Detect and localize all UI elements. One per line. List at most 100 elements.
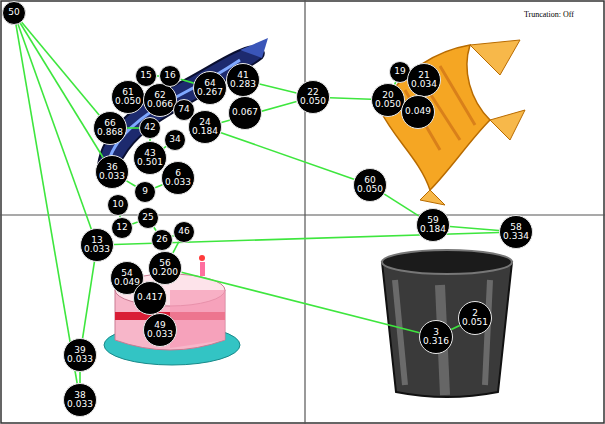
- saccade-line: [260, 84, 297, 93]
- fixation-number: 43: [144, 149, 155, 158]
- fixation-circle: 490.033: [143, 313, 177, 347]
- fixation-circle: 220.050: [296, 80, 330, 114]
- fixation-circle: 640.267: [193, 71, 227, 105]
- status-label: Truncation: Off: [522, 10, 576, 19]
- saccade-line: [127, 181, 136, 186]
- saccade-line: [181, 272, 419, 333]
- fixation-number: 6: [175, 169, 181, 178]
- fixation-circle: 360.033: [95, 155, 129, 189]
- fixation-circle: 34: [164, 129, 186, 151]
- bucket-picture: [382, 250, 512, 397]
- fixation-number: 2: [472, 309, 478, 318]
- fixation-duration: 0.051: [462, 318, 488, 327]
- fixation-number: 38: [74, 391, 85, 400]
- fixation-number: 39: [74, 346, 85, 355]
- saccade-line: [181, 79, 194, 83]
- fixation-number: 20: [382, 91, 393, 100]
- saccade-line: [16, 25, 77, 383]
- fixation-duration: 0.316: [423, 337, 449, 346]
- fixation-duration: 0.501: [137, 158, 163, 167]
- fixation-number: 24: [199, 118, 210, 127]
- fixation-duration: 0.049: [114, 278, 140, 287]
- fixation-number: 50: [8, 8, 19, 17]
- fixation-circle: 60.033: [161, 161, 195, 195]
- cake-picture: [104, 255, 240, 365]
- fixation-circle: 16: [159, 65, 181, 87]
- fixation-circle: 12: [111, 217, 133, 239]
- fixation-duration: 0.033: [67, 400, 93, 409]
- fixation-number: 56: [159, 259, 170, 268]
- fixation-circle: 240.184: [188, 110, 222, 144]
- fixation-duration: 0.184: [192, 127, 218, 136]
- saccade-line: [18, 24, 91, 229]
- fixation-duration: 0.050: [300, 97, 326, 106]
- fixation-circle: 0.049: [401, 95, 435, 129]
- fixation-circle: 560.200: [148, 251, 182, 285]
- fixation-duration: 0.033: [99, 172, 125, 181]
- fixation-circle: 25: [137, 207, 159, 229]
- fixation-number: 34: [169, 135, 180, 144]
- fixation-circle: 42: [139, 117, 161, 139]
- fixation-circle: 0.417: [133, 281, 167, 315]
- fixation-circle: 600.050: [353, 168, 387, 202]
- fixation-circle: 9: [134, 181, 156, 203]
- fixation-circle: 50: [2, 1, 26, 25]
- fixation-duration: 0.050: [357, 185, 383, 194]
- fixation-number: 54: [121, 269, 132, 278]
- saccade-line: [173, 242, 179, 253]
- fixation-number: 61: [122, 88, 133, 97]
- fixation-duration: 0.034: [411, 80, 437, 89]
- fixation-circle: 380.033: [63, 383, 97, 417]
- fixation-duration: 0.050: [115, 97, 141, 106]
- fixation-number: 46: [178, 227, 189, 236]
- fixation-number: 21: [418, 71, 429, 80]
- fixation-circle: 390.033: [63, 338, 97, 372]
- fixation-number: 16: [164, 71, 175, 80]
- fixation-duration: 0.200: [152, 268, 178, 277]
- fixation-circle: 10: [107, 194, 129, 216]
- fixation-duration: 0.033: [165, 178, 191, 187]
- saccade-line: [155, 185, 162, 188]
- fixation-circle: 46: [173, 221, 195, 243]
- quadrant-line: [304, 0, 305, 424]
- fixation-duration: 0.184: [420, 225, 446, 234]
- dolphin-picture: [98, 38, 268, 175]
- fixation-duration: 0.283: [230, 80, 256, 89]
- fixation-number: 66: [104, 119, 115, 128]
- fixation-number: 0.049: [405, 107, 431, 116]
- saccade-line: [221, 133, 354, 180]
- fixation-number: 41: [237, 71, 248, 80]
- fixation-circle: 660.868: [93, 111, 127, 145]
- fixation-duration: 0.033: [147, 330, 173, 339]
- fixation-number: 22: [307, 88, 318, 97]
- fixation-circle: 130.033: [80, 228, 114, 262]
- fixation-number: 19: [394, 67, 405, 76]
- fixation-number: 74: [178, 105, 189, 114]
- fixation-number: 12: [116, 223, 127, 232]
- fixation-circle: 200.050: [371, 83, 405, 117]
- fixation-duration: 0.334: [503, 232, 529, 241]
- fixation-number: 15: [140, 71, 151, 80]
- saccade-line: [451, 325, 459, 329]
- saccade-line: [20, 23, 103, 157]
- fixation-number: 25: [142, 213, 153, 222]
- fixation-duration: 0.033: [67, 355, 93, 364]
- saccade-line: [79, 372, 81, 383]
- saccade-line: [83, 262, 95, 338]
- fixation-duration: 0.267: [197, 88, 223, 97]
- fixation-number: 64: [204, 79, 215, 88]
- fixation-number: 0.067: [232, 108, 258, 117]
- fixation-circle: 580.334: [499, 215, 533, 249]
- fixation-number: 3: [433, 328, 439, 337]
- saccade-line: [450, 226, 499, 230]
- fixation-number: 59: [427, 216, 438, 225]
- fish-picture: [380, 40, 525, 205]
- fixation-circle: 0.067: [228, 96, 262, 130]
- fixation-number: 36: [106, 163, 117, 172]
- fixation-number: 0.417: [137, 293, 163, 302]
- fixation-circle: 26: [151, 229, 173, 251]
- fixation-number: 42: [144, 123, 155, 132]
- fixation-number: 13: [91, 236, 102, 245]
